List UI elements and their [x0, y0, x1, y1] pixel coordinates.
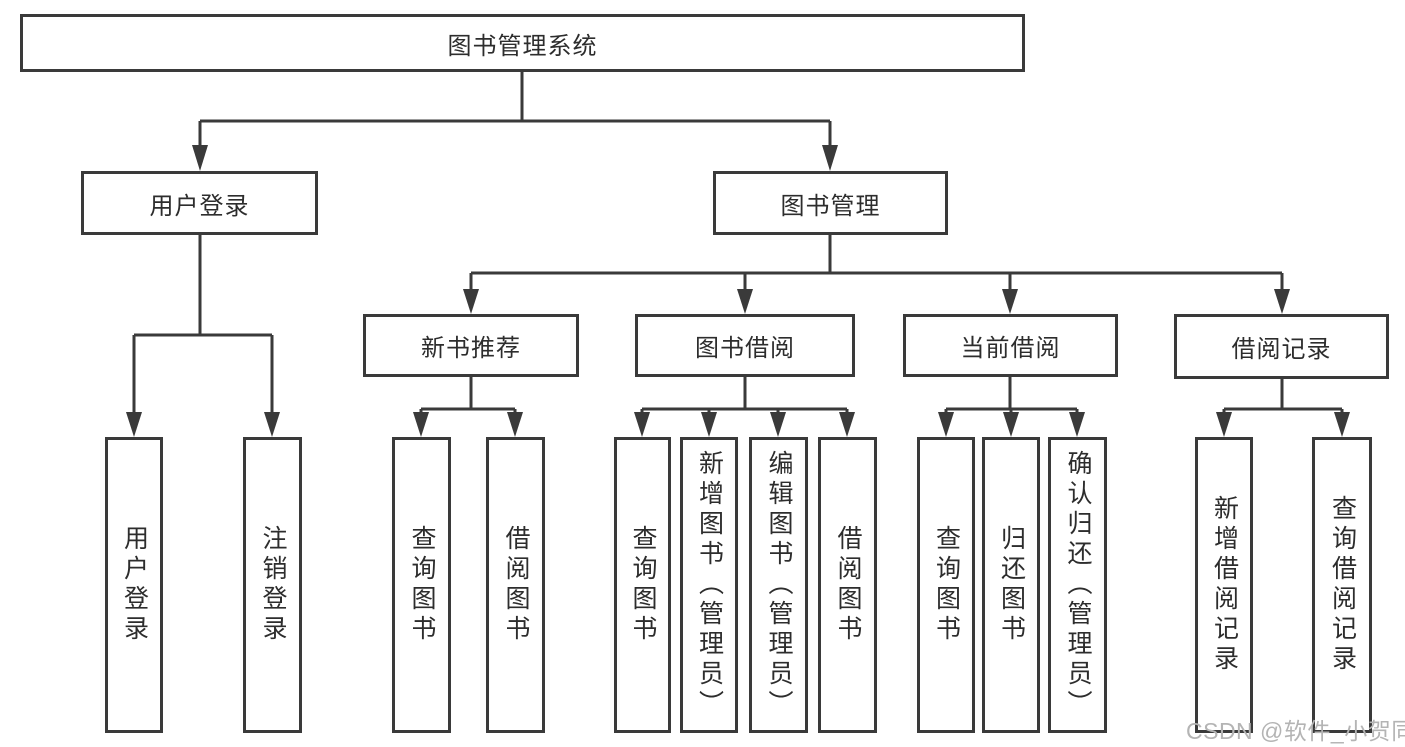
node-user-login: 用户登录 — [81, 171, 318, 235]
leaf-query-borrow-record: 查询借阅记录 — [1312, 437, 1372, 733]
leaf-recommend-borrow-books: 借阅图书 — [486, 437, 545, 733]
node-book-borrowing: 图书借阅 — [635, 314, 855, 377]
leaf-label: 查询图书 — [629, 525, 657, 645]
leaf-label: 查询借阅记录 — [1328, 495, 1357, 675]
node-label: 当前借阅 — [960, 335, 1061, 362]
leaf-label: 编辑图书（管理员） — [765, 450, 793, 720]
leaf-edit-books-admin: 编辑图书（管理员） — [749, 437, 808, 733]
node-book-management: 图书管理 — [713, 171, 948, 235]
leaf-label: 查询图书 — [408, 525, 436, 645]
leaf-current-query-books: 查询图书 — [917, 437, 975, 733]
node-label: 图书管理 — [780, 192, 881, 220]
leaf-label: 确认归还（管理员） — [1064, 450, 1092, 720]
leaf-logout: 注销登录 — [243, 437, 302, 733]
leaf-add-books-admin: 新增图书（管理员） — [680, 437, 738, 733]
leaf-label: 用户登录 — [120, 525, 149, 645]
leaf-label: 归还图书 — [997, 525, 1026, 645]
node-new-book-recommend: 新书推荐 — [363, 314, 579, 377]
node-label: 新书推荐 — [421, 335, 521, 362]
leaf-return-books: 归还图书 — [982, 437, 1040, 733]
leaf-label: 借阅图书 — [834, 525, 862, 645]
leaf-confirm-return-admin: 确认归还（管理员） — [1048, 437, 1107, 733]
node-current-borrowing: 当前借阅 — [903, 314, 1118, 377]
node-library-management-system: 图书管理系统 — [20, 14, 1025, 72]
leaf-label: 查询图书 — [932, 525, 961, 645]
leaf-add-borrow-record: 新增借阅记录 — [1195, 437, 1253, 733]
node-borrowing-records: 借阅记录 — [1174, 314, 1389, 379]
node-label: 借阅记录 — [1231, 336, 1332, 363]
leaf-user-login: 用户登录 — [105, 437, 163, 733]
leaf-borrowing-query-books: 查询图书 — [614, 437, 671, 733]
leaf-recommend-query-books: 查询图书 — [392, 437, 451, 733]
node-label: 图书借阅 — [695, 335, 795, 362]
leaf-label: 注销登录 — [259, 525, 287, 645]
leaf-borrowing-borrow-books: 借阅图书 — [818, 437, 877, 733]
leaf-label: 新增借阅记录 — [1210, 495, 1239, 675]
node-label: 图书管理系统 — [447, 32, 598, 60]
watermark: CSDN @软件_小贺同学 — [1186, 718, 1405, 744]
leaf-label: 新增图书（管理员） — [695, 450, 724, 720]
node-label: 用户登录 — [149, 192, 250, 220]
leaf-label: 借阅图书 — [502, 525, 530, 645]
